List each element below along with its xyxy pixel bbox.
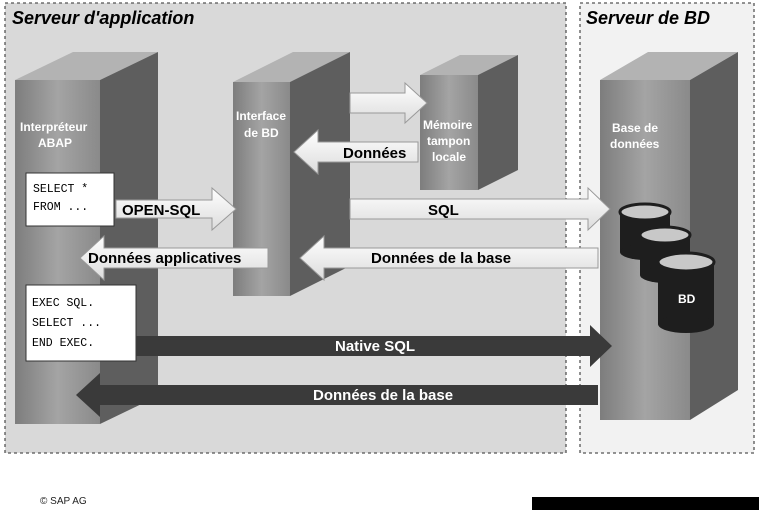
db-interface-block (233, 52, 350, 296)
local-buffer-block (420, 55, 518, 190)
arrow-sql (349, 186, 611, 232)
donnees-base-light-label: Données de la base (371, 250, 511, 267)
native-sql-code-line2: SELECT ... (32, 317, 101, 330)
dbi-label-line1: Interface (236, 109, 286, 123)
buffer-label-line3: locale (432, 150, 466, 164)
arrow-native-sql (136, 325, 612, 367)
donnees-buffer-label: Données (343, 145, 406, 162)
arrow-donnees-base-light (299, 234, 599, 282)
abap-label-line2: ABAP (38, 136, 72, 150)
buffer-label-line2: tampon (427, 134, 470, 148)
sql-label: SQL (428, 202, 459, 219)
arrow-donnees-base-dark (76, 373, 598, 417)
abap-label-line1: Interpréteur (20, 120, 88, 134)
buffer-label-line1: Mémoire (423, 118, 473, 132)
footer-bar (532, 497, 759, 510)
arrow-to-buffer (349, 81, 428, 125)
bd-cylinders-icon (618, 202, 716, 333)
arrow-donnees-applicatives (79, 234, 269, 282)
dbi-label-line2: de BD (244, 126, 279, 140)
donnees-applicatives-label: Données applicatives (88, 250, 241, 267)
native-sql-code-line1: EXEC SQL. (32, 297, 94, 310)
database-label-line2: données (610, 137, 660, 151)
database-label-line1: Base de (612, 121, 658, 135)
app-server-title: Serveur d'application (12, 8, 194, 28)
bd-label: BD (678, 292, 696, 306)
abap-interpreter-block (15, 52, 158, 424)
native-sql-label: Native SQL (335, 338, 415, 355)
open-sql-label: OPEN-SQL (122, 202, 200, 219)
db-server-title: Serveur de BD (586, 8, 710, 28)
open-sql-code-line2: FROM ... (33, 201, 88, 214)
native-sql-code-line3: END EXEC. (32, 337, 94, 350)
native-sql-code-box (25, 284, 137, 362)
arrow-open-sql (115, 186, 237, 232)
arrow-donnees-from-buffer (293, 128, 419, 176)
copyright-label: © SAP AG (40, 496, 87, 507)
open-sql-code-line1: SELECT * (33, 183, 88, 196)
donnees-base-dark-label: Données de la base (313, 387, 453, 404)
open-sql-code-box (25, 172, 115, 227)
